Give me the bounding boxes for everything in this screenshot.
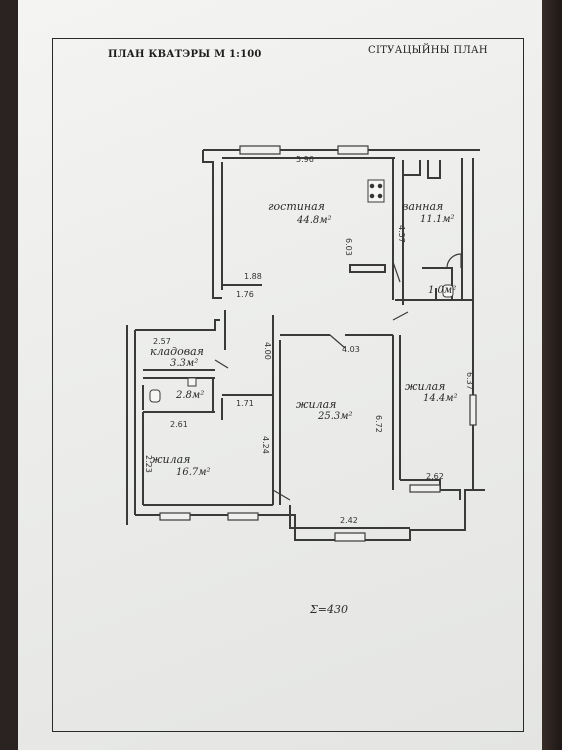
plan-walls xyxy=(126,149,485,541)
room-bedroom-right-name: жилая xyxy=(405,380,446,393)
dim-2-42: 2.42 xyxy=(340,516,358,525)
plan-title: ПЛАН КВАТЭРЫ М 1:100 xyxy=(108,49,262,60)
room-storage-name: кладовая xyxy=(150,345,204,358)
room-living-area: 44.8м² xyxy=(297,215,332,226)
room-wc-area: 1.0м² xyxy=(428,285,457,296)
room-bedroom-left-area: 16.7м² xyxy=(176,467,211,478)
dim-6-37: 6.37 xyxy=(465,372,474,390)
dim-2-23: 2.23 xyxy=(144,455,153,473)
drawing-frame xyxy=(52,38,524,732)
dim-1-76: 1.76 xyxy=(236,290,254,299)
dim-5-96: 5.96 xyxy=(296,155,314,164)
room-living-name: гостиная xyxy=(268,200,325,213)
plan-windows xyxy=(159,145,477,542)
room-bathroom-area: 11.1м² xyxy=(420,214,455,225)
dim-6-03: 6.03 xyxy=(344,238,353,256)
situation-plan-title: СІТУАЦЫЙНЫ ПЛАН xyxy=(368,45,488,56)
room-bedroom-left-name: жилая xyxy=(150,453,191,466)
room-bedroom-right-area: 14.4м² xyxy=(423,393,458,404)
dim-6-72: 6.72 xyxy=(374,415,383,433)
dim-4-24: 4.24 xyxy=(261,436,270,454)
desk-background xyxy=(540,0,562,750)
dim-4-00: 4.00 xyxy=(263,342,272,360)
dim-1-88: 1.88 xyxy=(244,272,262,281)
dim-2-57: 2.57 xyxy=(153,337,171,346)
dim-4-03: 4.03 xyxy=(342,345,360,354)
plan-fixtures xyxy=(149,179,454,403)
room-storage-area: 3.3м² xyxy=(170,358,199,369)
plan-doors xyxy=(214,253,462,501)
room-bedroom-mid-name: жилая xyxy=(296,398,337,411)
dim-2-61: 2.61 xyxy=(170,420,188,429)
dim-2-62: 2.62 xyxy=(426,472,444,481)
room-bedroom-mid-area: 25.3м² xyxy=(318,411,353,422)
dim-4-57: 4.57 xyxy=(397,225,406,243)
room-small-wc-area: 2.8м² xyxy=(176,390,205,401)
dim-1-71: 1.71 xyxy=(236,399,254,408)
room-bathroom-name: ванная xyxy=(402,200,444,213)
total-area: Σ=430 xyxy=(310,603,348,616)
